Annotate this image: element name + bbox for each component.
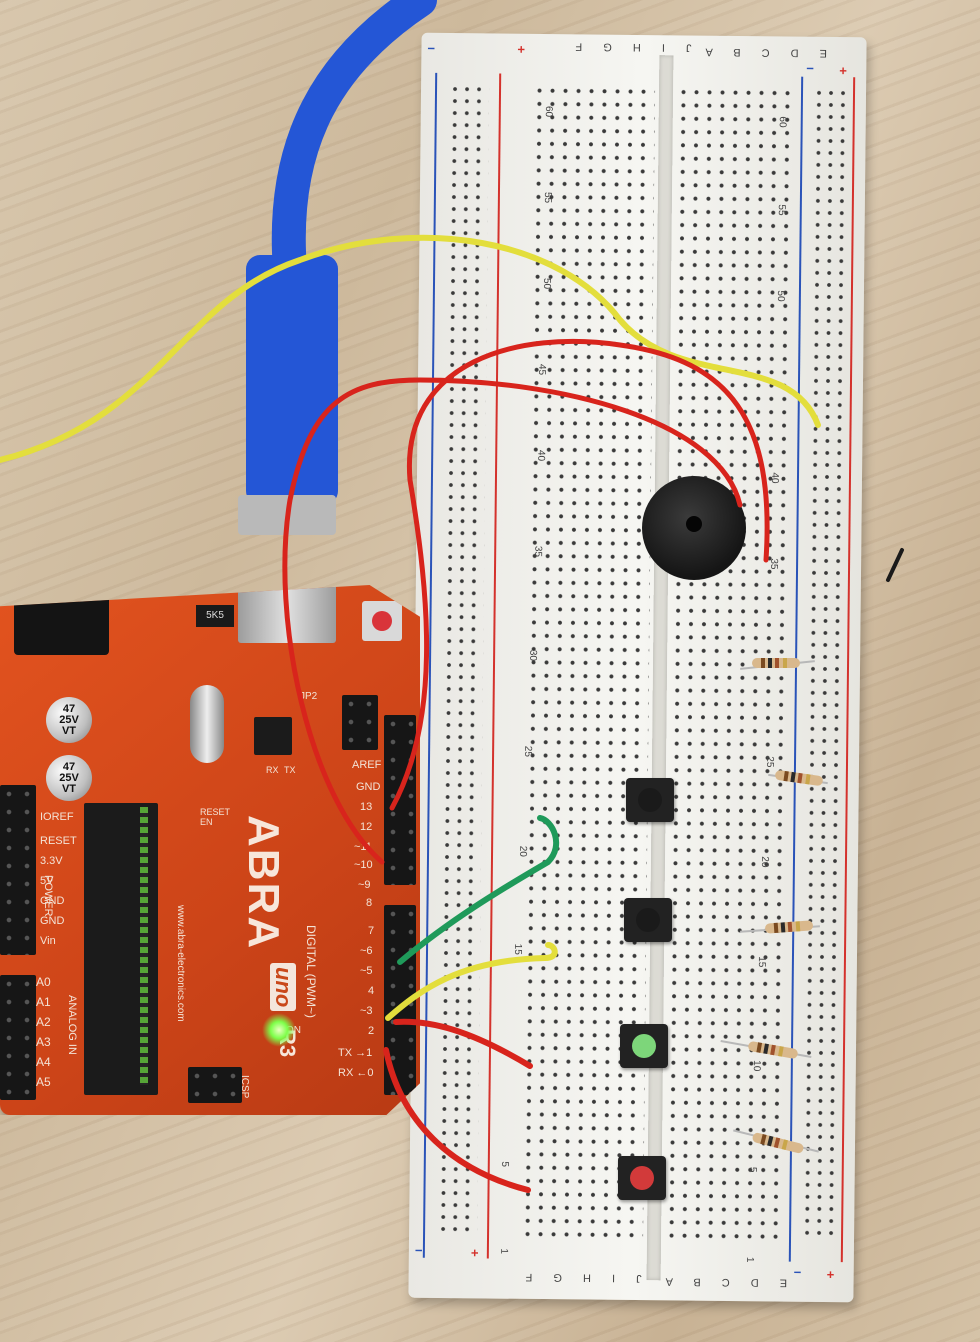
red-wire-buzzer-2[interactable] [389,338,770,811]
capacitor-2: 47 25V VT [46,755,92,801]
pin-label-d13: 13 [360,801,373,813]
pin-label-a0: A0 [36,975,51,989]
pin-label-gnd: GND [40,915,65,927]
reset-button-cap [372,611,392,631]
pin-label-d7: 7 [368,925,375,937]
pin-label-vin: Vin [40,935,56,947]
pin-label-gnd: GND [40,895,65,907]
push-button-cap [632,1034,656,1058]
pin-label-rx: RX ←0 [338,1067,374,1079]
crystal-oscillator [190,685,224,763]
pin-label-gnd-digital: GND [356,781,381,793]
pin-label-a5: A5 [36,1075,51,1089]
pin-label-reset: RESET [40,835,77,847]
pin-label-d5: ~5 [360,965,373,977]
resistor-code-label: 5K5 [196,605,234,627]
usb-cable-plug-icon [246,255,338,505]
push-button-2[interactable] [624,898,672,942]
push-button-1[interactable] [626,778,674,822]
push-button-cap [638,788,662,812]
push-button-cap [630,1166,654,1190]
power-header[interactable] [0,785,36,955]
icsp-header[interactable] [188,1067,242,1103]
yellow-wire-long[interactable] [0,234,821,463]
push-button-green[interactable] [620,1024,668,1068]
red-wire-pin1[interactable] [393,1018,533,1069]
resistor-icon [752,658,800,668]
pin-label-a3: A3 [36,1035,51,1049]
pin-label-d9: ~9 [358,879,371,891]
pin-label-aref: AREF [352,759,382,771]
pin-label-a4: A4 [36,1055,51,1069]
capacitor-1: 47 25V VT [46,697,92,743]
pin-label-d10: ~10 [354,859,373,871]
loose-lead [886,548,904,582]
tx-led-label: TX [284,765,296,775]
rx-led-label: RX [266,765,279,775]
red-wire-buzzer-1[interactable] [282,377,743,865]
push-button-red[interactable] [618,1156,666,1200]
buzzer-icon [642,476,746,580]
jp-header[interactable] [342,695,378,750]
pin-label-5v: 5V [40,875,54,887]
green-wire[interactable] [397,815,560,965]
pin-label-d2: 2 [368,1025,375,1037]
pin-label-d4: 4 [368,985,375,997]
pin-label-d6: ~6 [360,945,373,957]
pin-label-d3: ~3 [360,1005,373,1017]
jp2-label: JP2 [300,691,318,702]
pin-label-d8: 8 [366,897,373,909]
pin-label-ioref: IOREF [40,811,74,823]
chip-pin-glow [140,807,148,1085]
yellow-wire-short[interactable] [385,942,558,1021]
reset-en-label: RESET EN [200,807,230,827]
red-wire-pin0[interactable] [383,1047,531,1193]
reset-button[interactable] [362,601,402,641]
analog-header[interactable] [0,975,36,1100]
pin-label-3v3: 3.3V [40,855,63,867]
buzzer-hole [686,516,702,532]
pin-label-a2: A2 [36,1015,51,1029]
digital-header-high[interactable] [384,715,416,885]
pin-label-d12: 12 [360,821,373,833]
power-led-icon [262,1013,296,1047]
pin-label-tx: TX →1 [338,1047,373,1059]
push-button-cap [636,908,660,932]
arduino-uno-board: 5K5 47 25V VT 47 25V VT IOREF RESET 3.3V… [0,585,420,1115]
usb-controller-chip [254,717,292,755]
usb-cable-icon [271,0,437,287]
pin-label-a1: A1 [36,995,51,1009]
